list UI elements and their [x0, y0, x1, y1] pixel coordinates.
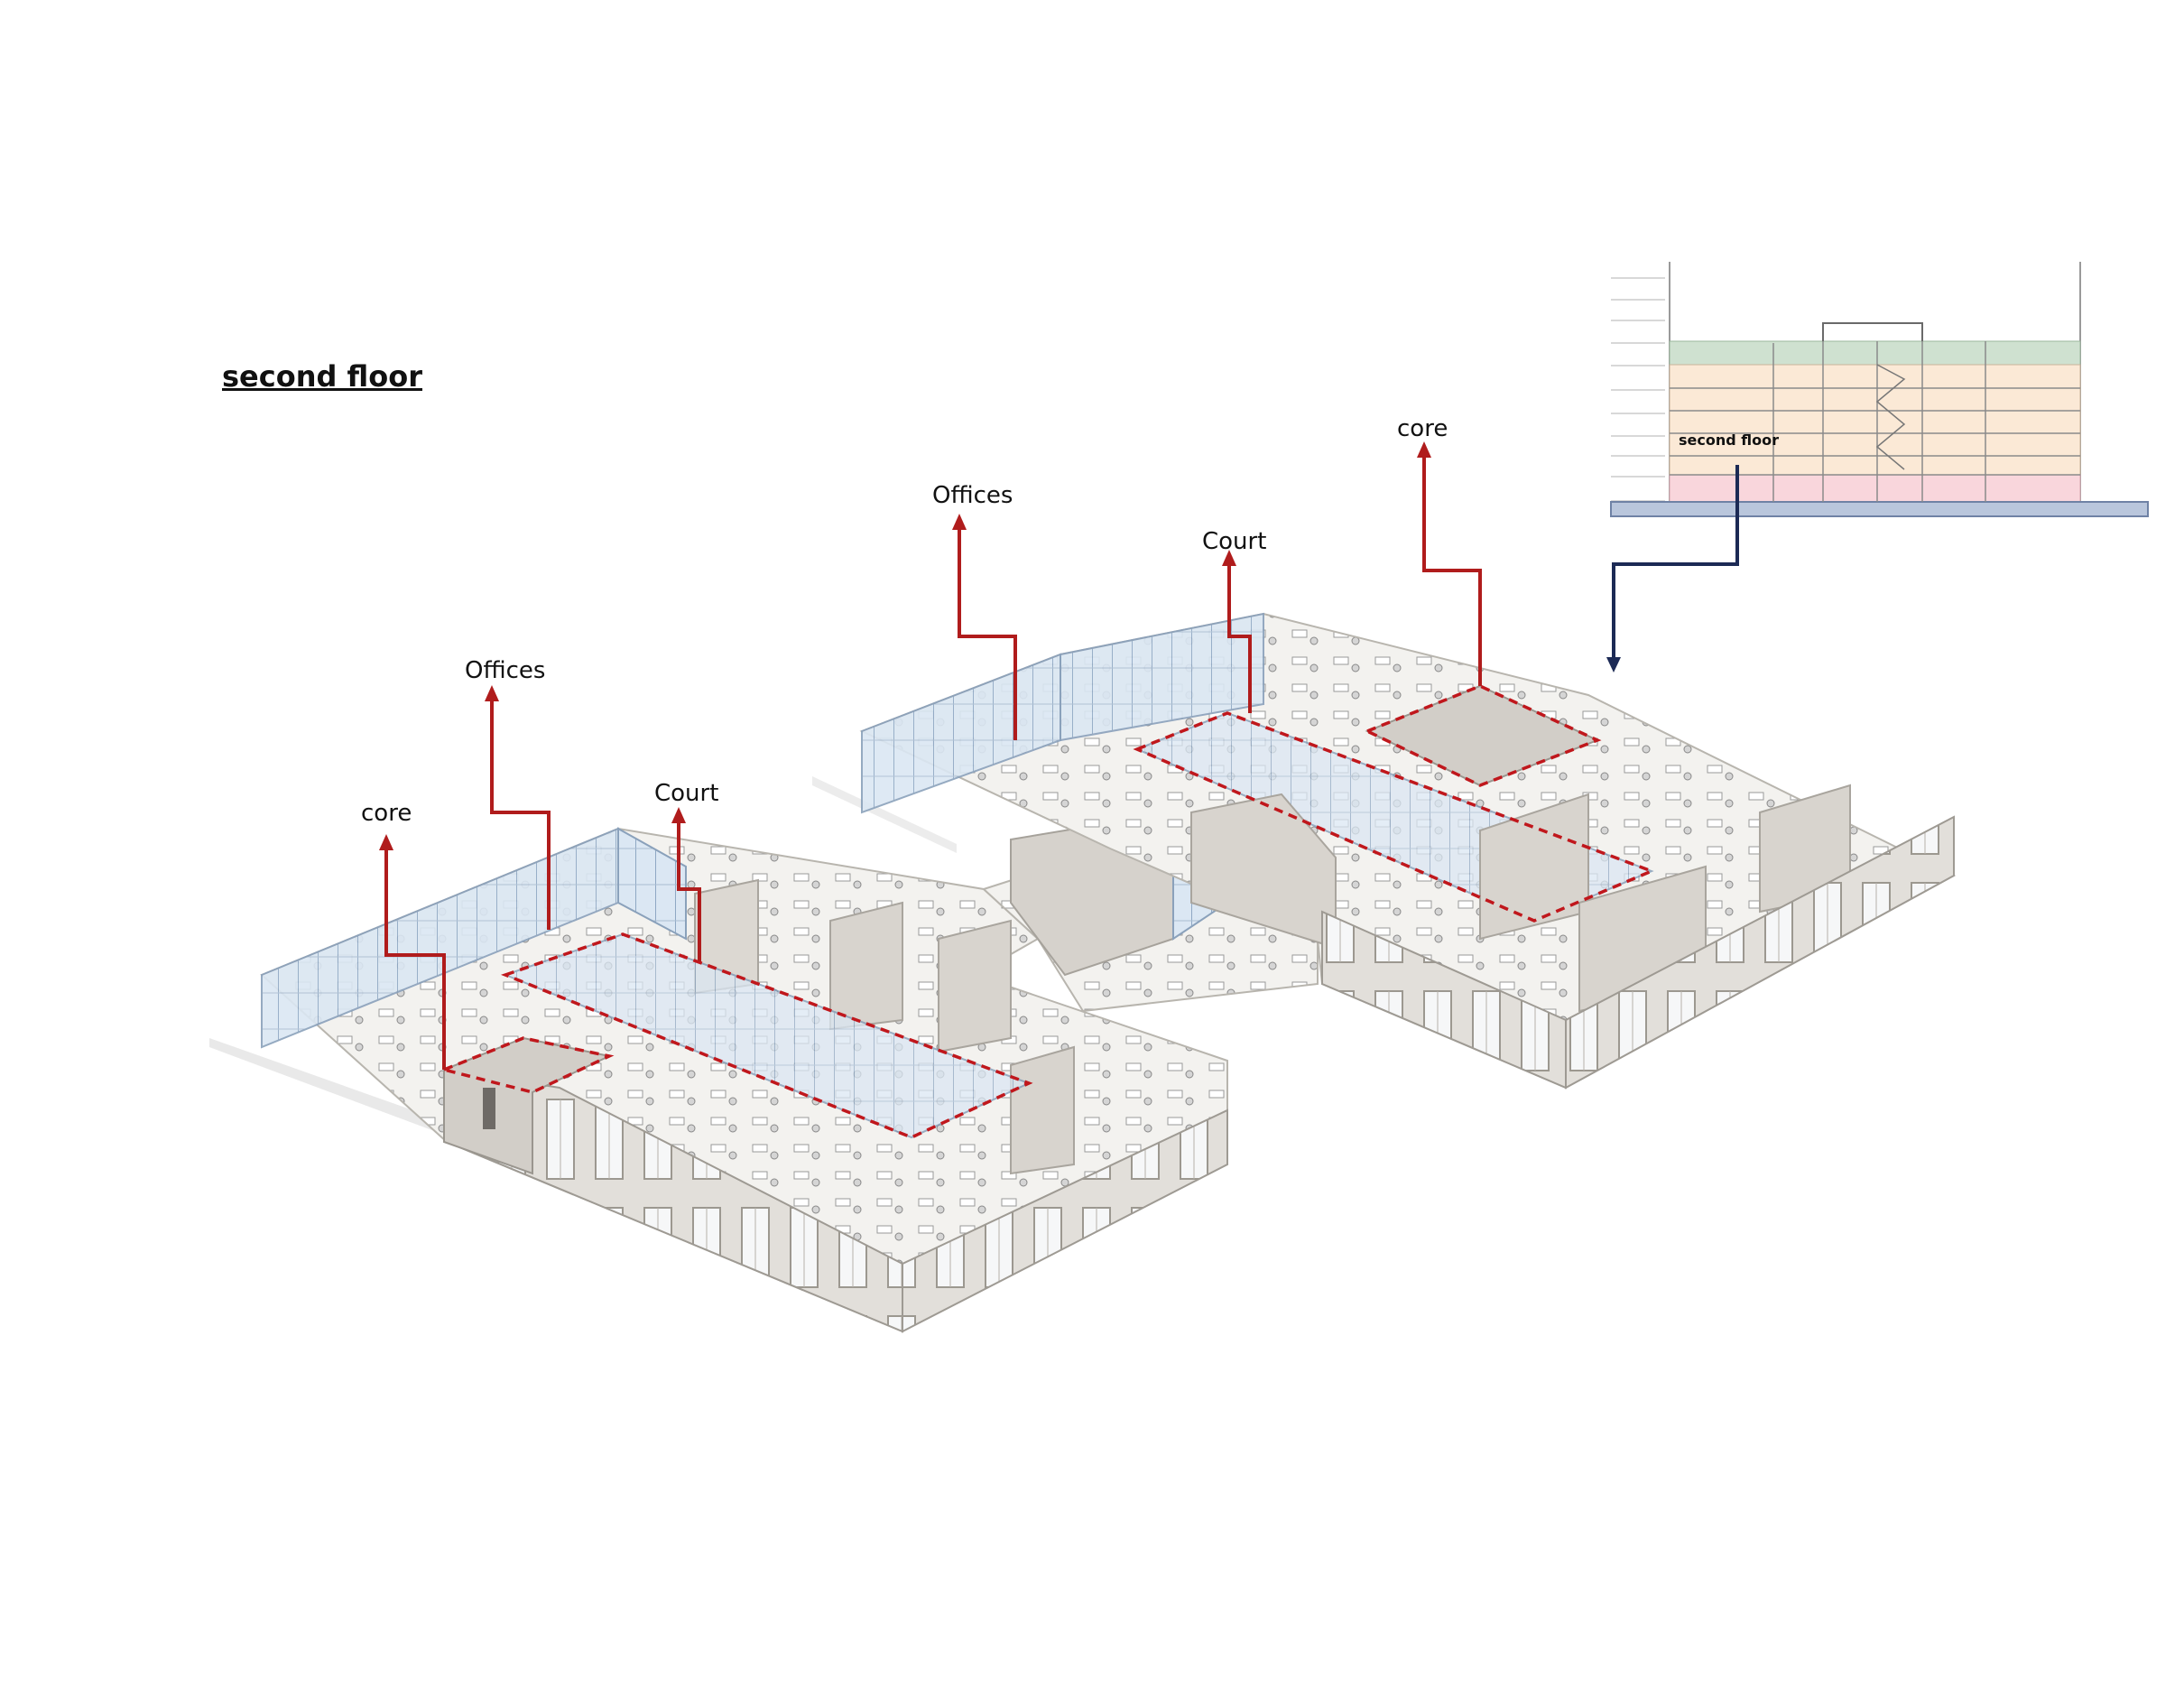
right-wing-end-wall — [1565, 815, 1955, 1090]
left-office-block-2 — [829, 901, 903, 1031]
left-office-block-4 — [1010, 1045, 1075, 1175]
left-core-outline — [439, 1036, 615, 1094]
right-core-outline — [1363, 684, 1602, 787]
arrowhead-court-right — [1222, 550, 1236, 566]
page-title: second floor — [222, 359, 422, 394]
section-key-label: second floor — [1679, 431, 1779, 449]
left-core-door — [483, 1088, 495, 1129]
left-wing-glass-side — [617, 827, 687, 941]
label-court-left: Court — [654, 780, 719, 807]
callout-arrows — [384, 456, 1482, 1070]
arrowhead-offices-right — [952, 514, 967, 530]
right-court-outline — [1133, 711, 1656, 923]
label-offices-left: Offices — [465, 657, 546, 684]
arrow-court-left — [677, 821, 701, 961]
label-core-left: core — [361, 800, 412, 827]
key-arrow-line — [1612, 465, 1739, 659]
arrowhead-offices-left — [485, 685, 499, 701]
right-office-block-1 — [1190, 793, 1337, 950]
arrow-offices-left — [490, 700, 551, 930]
arrow-heads — [379, 441, 1431, 850]
arrow-core-right — [1422, 456, 1482, 686]
section-band-second-floor — [1669, 474, 2081, 503]
left-office-block-3 — [938, 919, 1012, 1053]
right-wing-glass-back-2 — [1060, 612, 1264, 742]
section-floor-lines — [1670, 387, 2080, 476]
court-core-outlines — [439, 684, 1656, 1139]
arrow-core-left — [384, 849, 446, 1070]
key-arrowhead — [1606, 657, 1621, 672]
left-wing-end-wall — [902, 1108, 1228, 1333]
left-court-outline — [500, 932, 1033, 1139]
shadow-right-wing — [812, 776, 957, 853]
label-core-right: core — [1397, 415, 1448, 442]
section-band-ground — [1610, 501, 2149, 517]
label-court-right: Court — [1202, 528, 1267, 555]
section-stair-zigzag — [1875, 364, 1906, 470]
arrow-court-right — [1227, 564, 1252, 713]
section-key — [1606, 262, 2149, 672]
arrow-offices-right — [958, 528, 1017, 740]
section-band-roof — [1669, 340, 2081, 366]
shadow-left-wing — [209, 1038, 451, 1137]
label-offices-right: Offices — [932, 482, 1013, 509]
arrowhead-core-right — [1417, 441, 1431, 458]
section-roof-outline — [1822, 322, 1923, 341]
arrowhead-core-left — [379, 834, 393, 850]
arrowhead-court-left — [671, 807, 686, 823]
section-level-ticks — [1611, 277, 1665, 502]
section-band-upper-floors — [1669, 364, 2081, 476]
section-columns — [1772, 341, 1986, 502]
